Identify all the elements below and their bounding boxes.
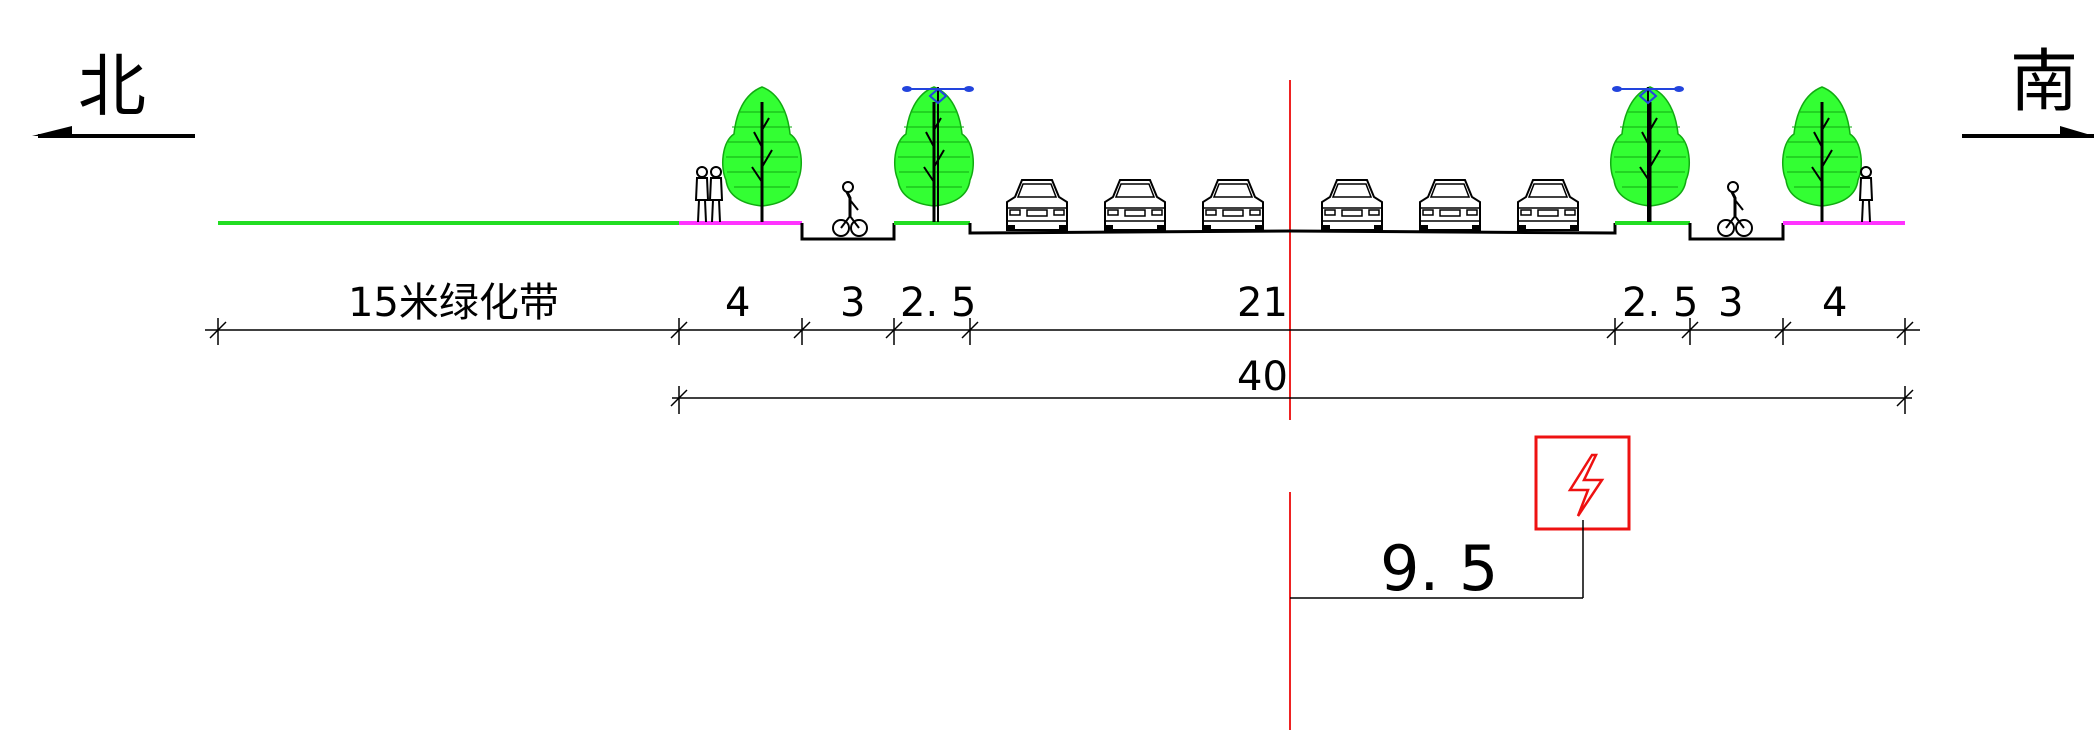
- segment-dimension-line: [205, 318, 1920, 345]
- carriageway-surface: [968, 223, 1617, 235]
- total-dimension-line: [670, 386, 1914, 414]
- north-arrow-head-icon: [32, 126, 72, 136]
- pedestrian-icon: [1859, 166, 1873, 223]
- pedestrian-icon: [695, 166, 709, 223]
- tree-icon: [721, 85, 803, 224]
- south-bike-lane-surface: [1688, 223, 1785, 241]
- label-north-bike-lane: 3: [840, 280, 865, 326]
- label-south-median: 2. 5: [1622, 280, 1698, 326]
- tree-icon: [893, 85, 975, 224]
- car-icon: [1517, 179, 1579, 231]
- pedestrian-icon: [709, 166, 723, 223]
- power-line-symbol-icon: [1534, 435, 1631, 531]
- label-north-sidewalk: 4: [725, 280, 750, 326]
- direction-south: 南: [2010, 43, 2078, 122]
- lightning-bolt-icon: [1567, 453, 1605, 517]
- south-arrow-head-icon: [2060, 126, 2094, 136]
- tree-icon: [1781, 85, 1863, 224]
- label-total-width: 40: [1237, 354, 1288, 400]
- label-south-bike-lane: 3: [1718, 280, 1743, 326]
- car-icon: [1006, 179, 1068, 231]
- car-icon: [1104, 179, 1166, 231]
- car-icon: [1419, 179, 1481, 231]
- label-power-offset: 9. 5: [1380, 532, 1498, 605]
- car-icon: [1321, 179, 1383, 231]
- car-icon: [1202, 179, 1264, 231]
- direction-north: 北: [78, 48, 146, 127]
- label-south-sidewalk: 4: [1822, 280, 1847, 326]
- label-north-median: 2. 5: [900, 280, 976, 326]
- north-bike-lane-surface: [800, 223, 896, 241]
- tree-icon: [1609, 85, 1691, 224]
- label-carriageway: 21: [1237, 280, 1288, 326]
- label-green-belt: 15米绿化带: [348, 280, 559, 326]
- cyclist-icon: [1716, 180, 1754, 238]
- cyclist-icon: [831, 180, 869, 238]
